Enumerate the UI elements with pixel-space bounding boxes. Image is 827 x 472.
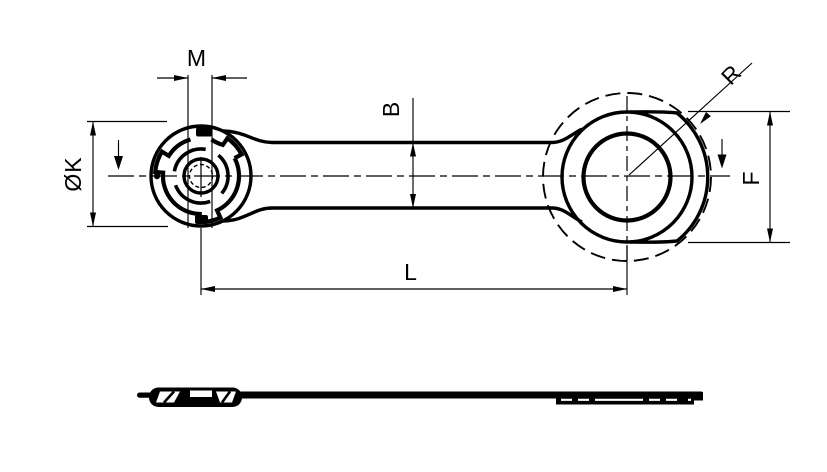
middle-ring-arcs [172,147,230,205]
left-head-cutout-3-edge [220,390,232,404]
shaft-bottom-edge [222,206,583,224]
right-datum-arrow [717,139,727,169]
right-head-collar [629,110,710,244]
right-datum-arrow-head [717,154,727,169]
flat-bar [152,391,702,399]
shaft-top-edge [222,127,583,145]
eye-bore-circle [581,131,673,223]
dim-label-r: R [716,59,747,90]
bar-end-step [688,392,703,401]
dim-label-l: L [404,259,418,285]
left-head-cutout-2 [190,390,212,397]
dim-label-m: M [187,45,207,71]
bottom-slot-pin [195,215,208,224]
dim-label-ok: ØK [60,156,86,191]
left-datum-arrow [114,140,123,170]
dimension-l: L [200,228,628,295]
dimension-m: M [157,45,247,228]
dimension-b: B [378,98,416,208]
dim-label-b: B [378,101,404,117]
dim-label-f: F [738,170,764,185]
left-datum-arrow-head [114,156,123,170]
left-head-cutout-1-edge [163,390,175,404]
left-head-outer-circle [149,124,253,228]
left-detent-dot [153,172,161,180]
top-slot-pin [196,127,212,137]
phantom-ball-circle [542,92,712,262]
right-head [542,92,712,262]
left-head [149,124,253,228]
inner-bore-circle [182,157,220,195]
side-view [137,387,703,407]
right-head-outer-circle [560,110,694,244]
front-view: M ØK B R F [60,45,790,295]
bayonet-ring [152,135,245,225]
r-leader-arrow-head [700,112,711,124]
dimension-f: F [688,110,790,244]
r-leader-line [628,62,753,176]
dimension-ok: ØK [60,120,168,228]
